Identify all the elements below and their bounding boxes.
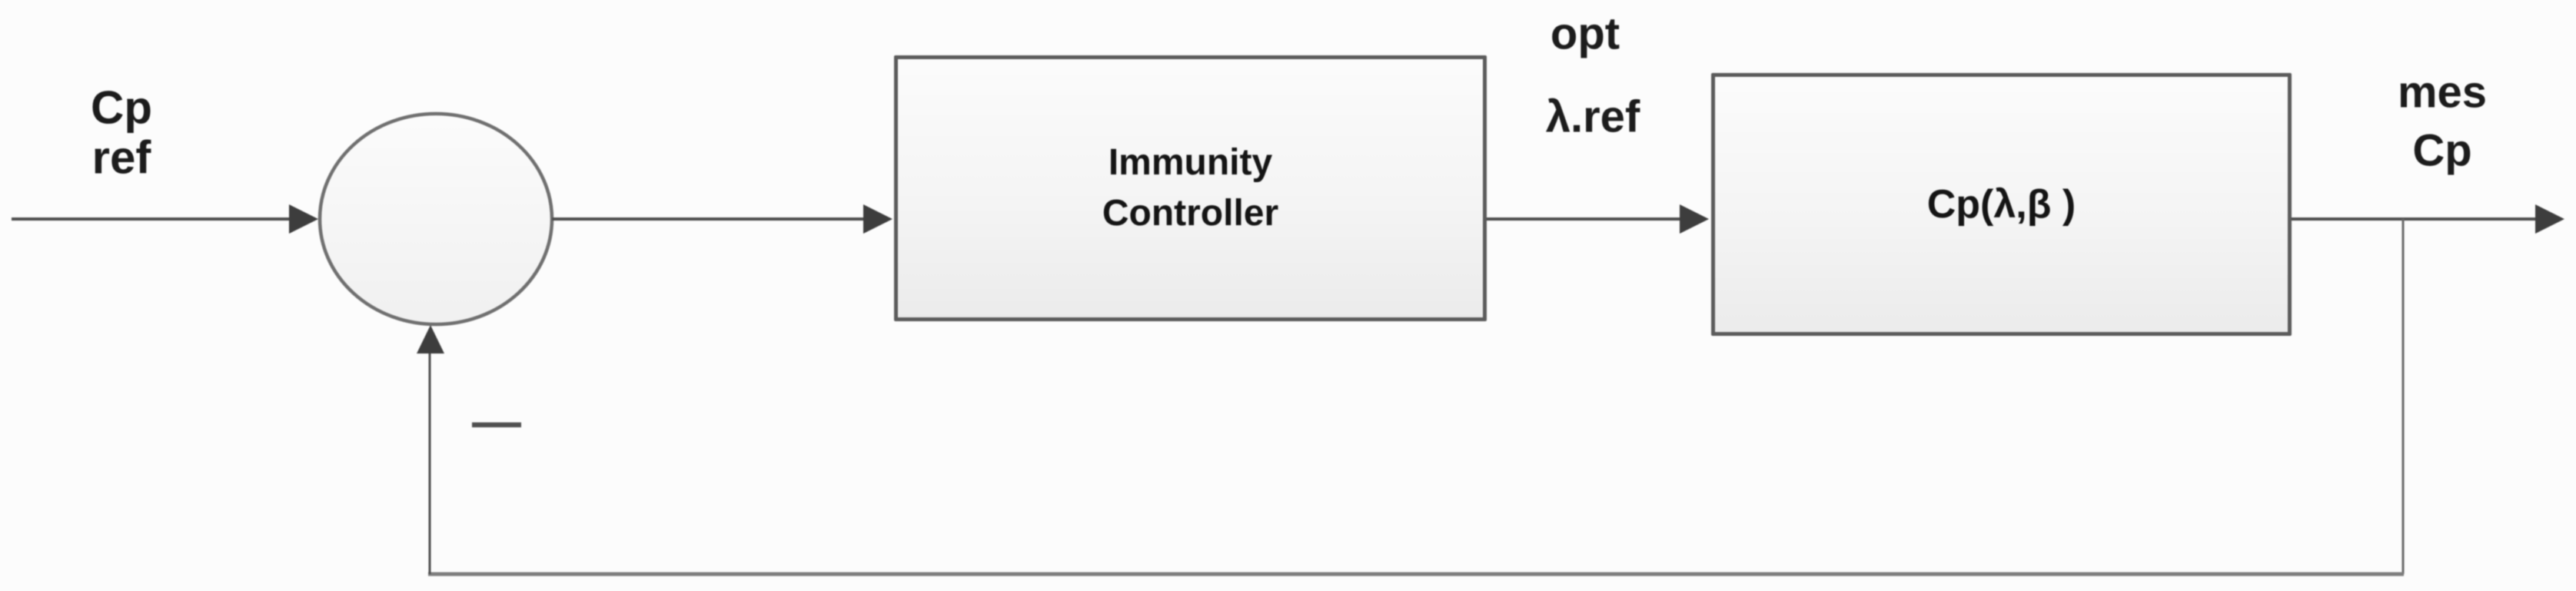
input-arrowhead-icon xyxy=(289,204,318,234)
reference-input-label-line1: Cp xyxy=(91,81,152,134)
feedback-minus-sign: — xyxy=(472,393,521,449)
measured-output-label-line1: mes xyxy=(2397,67,2488,118)
plant-block: Cp(λ,β ) xyxy=(1711,73,2292,336)
summing-junction-circle xyxy=(317,111,554,327)
controller-output-signal-label-line1: opt xyxy=(1550,8,1620,59)
controller-block-label-line2: Controller xyxy=(1102,193,1279,234)
controller-output-signal-label-line2: λ.ref xyxy=(1545,91,1640,142)
error-arrowhead-icon xyxy=(863,204,892,234)
controller-output-arrowhead-icon xyxy=(1680,204,1709,234)
controller-block-label-line1: Immunity xyxy=(1108,142,1273,183)
plant-block-label: Cp(λ,β ) xyxy=(1926,182,2076,227)
measured-output-label-line2: Cp xyxy=(2412,125,2472,176)
reference-input-label-line2: ref xyxy=(91,131,151,184)
output-arrowhead-icon xyxy=(2535,204,2564,234)
feedback-arrowhead-icon xyxy=(417,325,444,354)
controller-block: Immunity Controller xyxy=(894,55,1487,321)
